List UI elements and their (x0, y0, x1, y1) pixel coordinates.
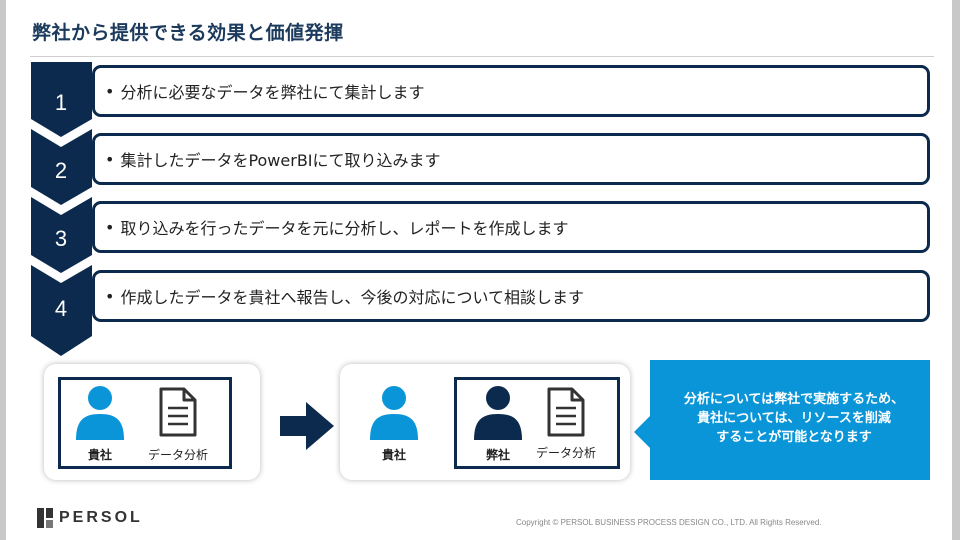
chevron-step-2 (31, 129, 92, 205)
after-vendor-box (454, 377, 620, 469)
bullet: • (105, 286, 115, 306)
step-text-4: 作成したデータを貴社へ報告し、今後の対応について相談します (120, 288, 584, 307)
after-analysis-label: データ分析 (535, 446, 596, 460)
arrow-right-icon (280, 402, 334, 450)
step-number-2: 2 (54, 158, 68, 183)
after-card: 貴社 弊社 データ分析 (340, 364, 630, 480)
step-chevrons (31, 62, 92, 356)
logo-text: PERSOL (59, 509, 143, 526)
before-group-box (58, 377, 232, 469)
slide: 弊社から提供できる効果と価値発揮 1 2 3 4 • 分析に必要なデータを弊社に… (6, 0, 952, 540)
before-analysis-label: データ分析 (147, 448, 208, 462)
callout-line-3: することが可能となります (716, 430, 872, 445)
before-client-label: 貴社 (87, 448, 112, 462)
person-icon (76, 386, 124, 440)
chevron-step-1 (31, 62, 92, 137)
step-text-2: 集計したデータをPowerBIにて取り込みます (120, 151, 441, 170)
callout-box (634, 360, 930, 480)
chevron-step-4 (31, 265, 92, 356)
callout-line-1: 分析については弊社で実施するため、 (683, 392, 905, 407)
bullet: • (105, 81, 115, 101)
copyright: Copyright © PERSOL BUSINESS PROCESS DESI… (516, 518, 822, 527)
bullet: • (105, 149, 115, 169)
persol-logo: PERSOL (37, 508, 143, 528)
before-card: 貴社 データ分析 (44, 364, 260, 480)
step-text-1: 分析に必要なデータを弊社にて集計します (120, 83, 425, 102)
callout-text: 分析については弊社で実施するため、 貴社については、リソースを削減 することが可… (652, 390, 936, 447)
person-icon (370, 386, 418, 440)
bullet: • (105, 217, 115, 237)
step-box-3: • 取り込みを行ったデータを元に分析し、レポートを作成します (92, 201, 930, 253)
chevron-step-3 (31, 197, 92, 273)
step-number-1: 1 (54, 90, 68, 115)
step-text-3: 取り込みを行ったデータを元に分析し、レポートを作成します (120, 219, 569, 238)
document-icon (547, 387, 585, 437)
step-number-3: 3 (54, 226, 68, 251)
title-divider (30, 56, 934, 57)
after-client-label: 貴社 (381, 448, 406, 462)
step-box-2: • 集計したデータをPowerBIにて取り込みます (92, 133, 930, 185)
after-vendor-label: 弊社 (485, 448, 510, 462)
person-icon (474, 386, 522, 440)
callout-line-2: 貴社については、リソースを削減 (697, 411, 891, 426)
persol-logo-icon (37, 508, 53, 528)
document-icon (159, 387, 197, 437)
step-box-4: • 作成したデータを貴社へ報告し、今後の対応について相談します (92, 270, 930, 322)
step-number-4: 4 (54, 296, 68, 321)
page-title: 弊社から提供できる効果と価値発揮 (32, 22, 344, 44)
step-box-1: • 分析に必要なデータを弊社にて集計します (92, 65, 930, 117)
